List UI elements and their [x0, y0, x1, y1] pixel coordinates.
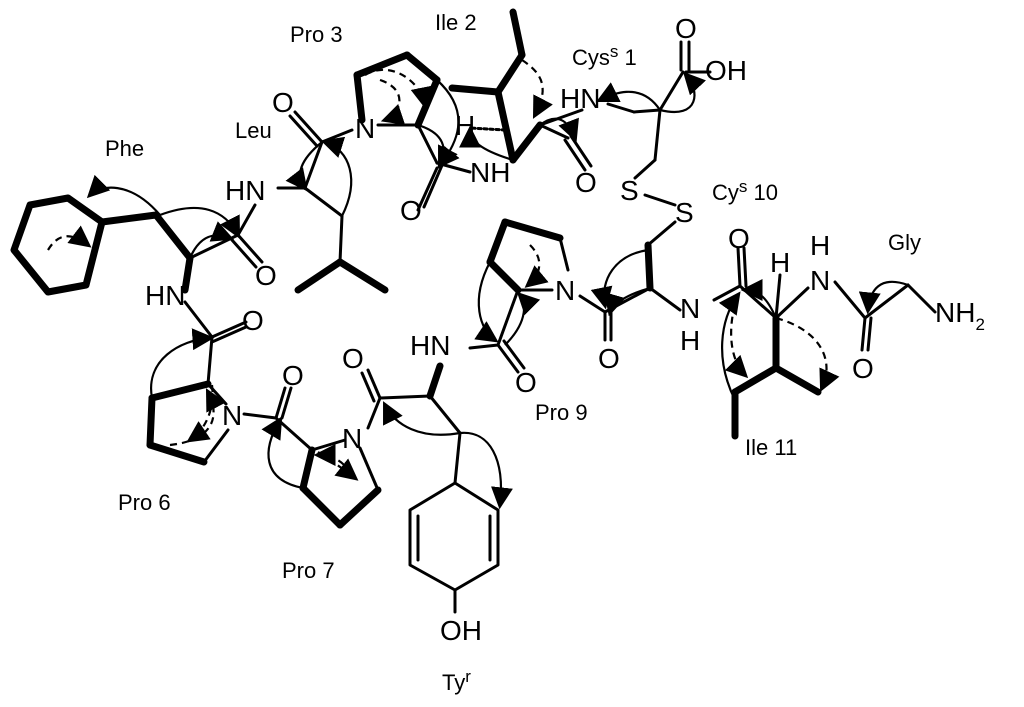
atom-s-cys1: S: [620, 175, 639, 206]
residue-label-phe: Phe: [105, 136, 144, 161]
atom-h-ile11: H: [770, 247, 790, 278]
atom-hn-leu: HN: [225, 175, 265, 206]
atom-o-pro6: O: [242, 305, 264, 336]
atom-o-cys1-carbonyl: O: [675, 13, 697, 44]
atom-o-cys10: O: [598, 343, 620, 374]
atom-o-pro9: O: [515, 367, 537, 398]
atom-n-pro9: N: [555, 275, 575, 306]
atom-nh2-gly: NH2: [935, 297, 985, 334]
residue-label-pro9: Pro 9: [535, 400, 588, 425]
atom-n-cys10: N: [680, 293, 700, 324]
atom-n-pro7: N: [342, 423, 362, 454]
atom-n-ile11: N: [810, 265, 830, 296]
atom-hn-tyr: HN: [410, 330, 450, 361]
residue-label-leu: Leu: [235, 118, 272, 143]
residue-label-pro3: Pro 3: [290, 22, 343, 47]
atom-o-pro7: O: [282, 360, 304, 391]
atom-labels: O OH HN S O H NH O N O HN O HN O N O N O…: [145, 13, 985, 646]
atom-o-phe: O: [255, 260, 277, 291]
atom-h-ile2: H: [455, 110, 475, 141]
atom-o-tyr: O: [342, 343, 364, 374]
atom-h-cys10: H: [680, 325, 700, 356]
atom-o-leu: O: [272, 87, 294, 118]
bonds: [10, 8, 937, 614]
residue-labels: Cyss 1 Ile 2 Pro 3 Leu Phe Pro 6 Pro 7 T…: [105, 10, 921, 695]
residue-label-ile2: Ile 2: [435, 10, 477, 35]
atom-s-cys10: S: [675, 197, 694, 228]
correlation-arrows: [47, 59, 909, 510]
atom-hn-cys1: HN: [560, 83, 600, 114]
residue-label-cys10: Cys 10: [712, 177, 778, 205]
residue-label-cys1: Cyss 1: [572, 42, 637, 70]
residue-label-pro7: Pro 7: [282, 558, 335, 583]
atom-o-ile11: O: [728, 223, 750, 254]
atom-n-pro3: N: [355, 113, 375, 144]
atom-oh-cys1: OH: [705, 55, 747, 86]
atom-nh-ile2: NH: [470, 157, 510, 188]
atom-o-gly: O: [852, 353, 874, 384]
residue-label-ile11: Ile 11: [745, 435, 797, 460]
residue-label-tyr: Tyr: [442, 667, 471, 695]
atom-o-ile2: O: [575, 167, 597, 198]
atom-hn-phe: HN: [145, 280, 185, 311]
atom-o-pro3: O: [400, 195, 422, 226]
atom-oh-tyr: OH: [440, 615, 482, 646]
residue-label-pro6: Pro 6: [118, 490, 171, 515]
atom-n-pro6: N: [222, 400, 242, 431]
residue-label-gly: Gly: [888, 230, 921, 255]
atom-h-ile11-nh: H: [810, 230, 830, 261]
